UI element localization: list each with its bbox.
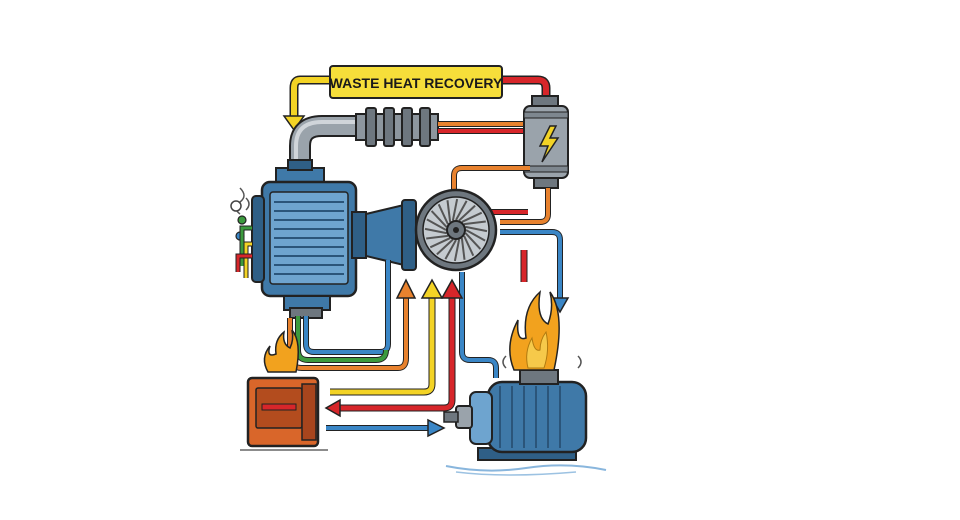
turbine-blade (463, 220, 486, 226)
turbine-blade (458, 204, 476, 222)
turbine-blade (460, 237, 466, 260)
waste-heat-recovery-label: WASTE HEAT RECOVERY (330, 75, 503, 91)
exhaust-pipe-with-flanges (289, 107, 439, 168)
red-left-arrowhead (324, 398, 341, 418)
electric-motor (443, 369, 607, 476)
turbine-blade (451, 198, 459, 221)
turbine-blade (426, 218, 447, 231)
turbine-blade (430, 210, 448, 228)
heat-exchanger-tank (251, 159, 417, 319)
turbine-blade (461, 211, 483, 223)
motor-flames (502, 290, 582, 371)
turbine-blade (426, 234, 449, 240)
waste-heat-recovery-label-box: WASTE HEAT RECOVERY (329, 65, 503, 99)
turbine-blade (463, 235, 475, 257)
heater-box (240, 329, 328, 451)
turbine (414, 188, 498, 272)
turbine-blade (465, 229, 486, 242)
turbine-to-motor-pipe (459, 272, 499, 378)
yellow-up-arrowhead (420, 278, 444, 299)
lightning-bolt-icon (538, 125, 560, 163)
turbine-blade (464, 232, 482, 250)
turbine-blade (455, 200, 468, 221)
flange-to-generator-pipes (438, 121, 524, 134)
flame-icon (263, 329, 299, 373)
turbine-blade (429, 237, 451, 249)
turbine-blade (436, 238, 454, 256)
blue-right-arrowhead (427, 418, 446, 438)
red-up-arrowhead (440, 278, 464, 299)
turbine-blade (446, 200, 452, 223)
steam-icon (502, 355, 582, 369)
turbine-blade (437, 203, 449, 225)
turbine-blade (424, 227, 447, 235)
top-loop-yellow-pipe (289, 75, 337, 123)
generator-unit (523, 95, 569, 189)
generator-return-pipes (451, 165, 570, 314)
top-loop-pipes (282, 75, 551, 132)
turbine-blade (444, 239, 457, 260)
tank-side-fittings (230, 187, 252, 278)
orange-up-arrowhead (395, 278, 417, 299)
turbine-blade (465, 225, 488, 233)
turbine-blade (453, 239, 461, 262)
